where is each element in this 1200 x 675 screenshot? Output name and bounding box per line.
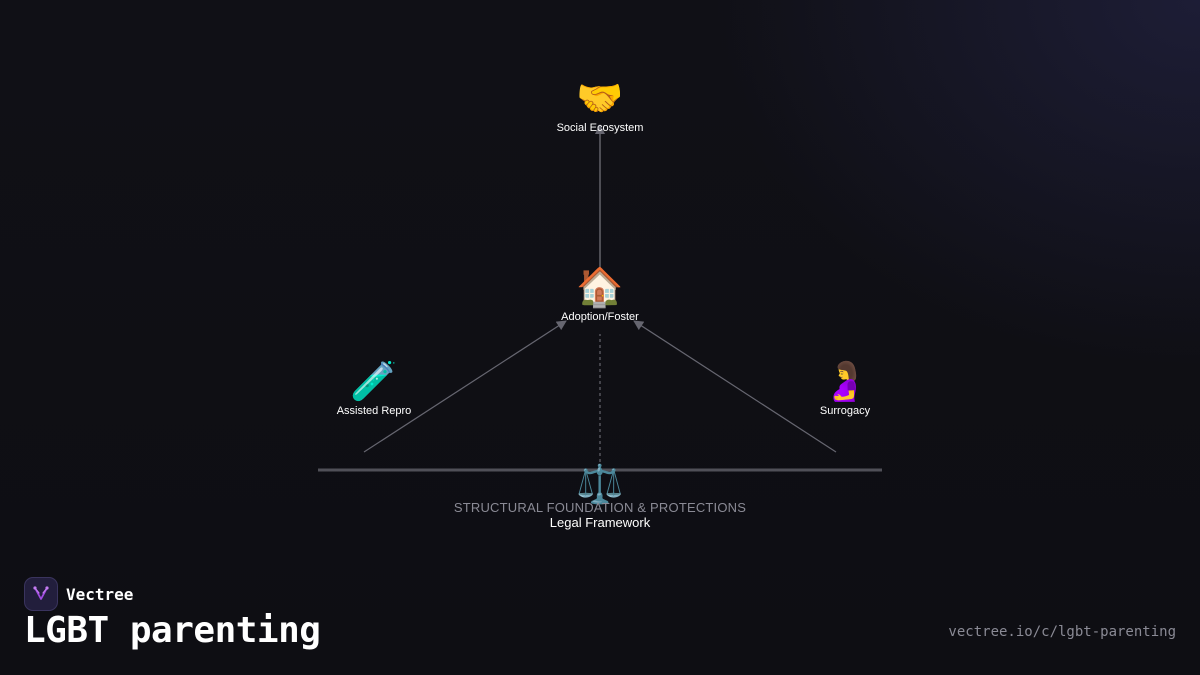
node-label: Surrogacy [819, 405, 871, 417]
connector-assisted-to-adoption [363, 320, 567, 453]
node-label: Assisted Repro [336, 405, 412, 417]
node-legal-framework-icon: ⚖️ [576, 462, 623, 506]
connector-surrogacy-to-adoption [633, 320, 837, 453]
page-url[interactable]: vectree.io/c/lgbt-parenting [948, 624, 1176, 640]
brand: Vectree [24, 577, 133, 611]
vectree-logo-mark [33, 586, 49, 600]
handshake-icon: 🤝 [576, 76, 624, 120]
vectree-logo-icon [24, 577, 58, 611]
pregnant-woman-icon: 🤰 [821, 359, 869, 403]
foundation-caption: STRUCTURAL FOUNDATION & PROTECTIONS [453, 500, 747, 515]
legal-framework-label: Legal Framework [549, 515, 651, 530]
node-social-ecosystem: 🤝 Social Ecosystem [557, 76, 644, 134]
house-icon: 🏠 [576, 265, 624, 309]
node-label: Social Ecosystem [556, 122, 644, 134]
node-surrogacy: 🤰 Surrogacy [820, 359, 870, 417]
brand-name: Vectree [66, 584, 134, 604]
node-adoption-foster: 🏠 Adoption/Foster [561, 265, 639, 323]
balance-scale-icon: ⚖️ [576, 462, 624, 506]
node-label: Adoption/Foster [561, 311, 639, 323]
test-tube-icon: 🧪 [350, 359, 398, 403]
page-title: LGBT parenting [24, 610, 321, 651]
node-assisted-repro: 🧪 Assisted Repro [337, 359, 412, 417]
